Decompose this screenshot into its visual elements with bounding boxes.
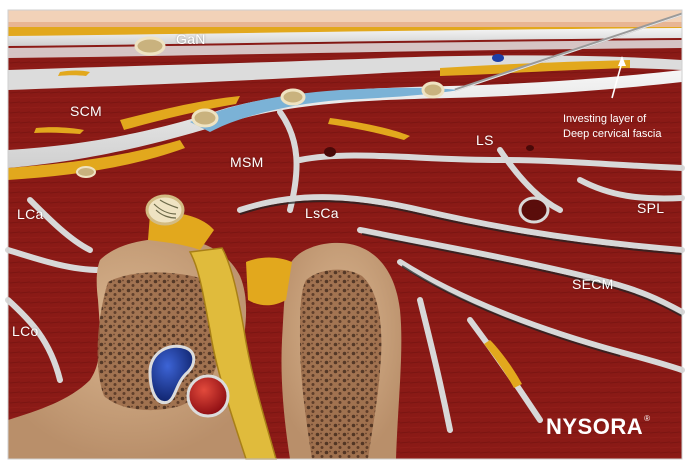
vessel-dot-right	[526, 145, 534, 151]
label-scm: SCM	[70, 103, 103, 119]
annotation-line-1: Investing layer of	[563, 113, 647, 125]
vertebral-vein	[148, 344, 196, 405]
label-spl: SPL	[637, 200, 665, 216]
annotation-line-2: Deep cervical fascia	[563, 128, 662, 140]
fat-streak-scm	[34, 127, 84, 134]
small-vein	[492, 54, 504, 62]
nysora-logo: NYSORA®	[546, 414, 651, 440]
thin-fascia-band	[8, 40, 682, 58]
annotation-text: Investing layer of Deep cervical fascia	[563, 112, 661, 142]
needle-highlight	[454, 14, 683, 92]
fat-interbone	[246, 257, 292, 306]
label-ls: LS	[476, 132, 494, 148]
annotation-arrowhead	[618, 56, 626, 66]
great-auricular-nerve	[134, 36, 166, 56]
vertebral-marrow	[97, 272, 223, 411]
transverse-marrow	[300, 269, 382, 459]
nerve-bundle-mid	[280, 88, 306, 106]
label-msm: MSM	[230, 154, 264, 170]
label-lsca: LsCa	[305, 205, 339, 221]
label-lco: LCo	[12, 323, 39, 339]
nerve-bundle-scm	[191, 108, 219, 128]
dark-septa	[239, 200, 683, 357]
nerve-root-fascicles	[153, 199, 179, 219]
dermis-layer	[8, 22, 682, 28]
superficial-fascia	[8, 28, 682, 46]
fat-deposit-scm	[120, 96, 240, 130]
registered-mark: ®	[644, 414, 651, 423]
vessel-dot	[324, 147, 336, 157]
fat-streak-top	[58, 70, 90, 76]
investing-fascia-main	[8, 70, 682, 168]
needle	[454, 12, 683, 92]
label-lca: LCa	[17, 206, 44, 222]
image-frame	[7, 9, 683, 460]
label-gan: GaN	[176, 31, 206, 47]
fat-secm	[484, 340, 522, 388]
vertebral-artery	[186, 374, 230, 418]
annotation-arrow-shaft	[611, 61, 623, 99]
fat-deposit-ls	[328, 118, 410, 140]
nerve-bundle-right	[421, 81, 445, 99]
fat-deposit-left	[8, 140, 185, 180]
skin-layer	[8, 10, 682, 24]
nerve-bundle-left	[76, 166, 96, 178]
small-muscle-spl	[518, 196, 550, 224]
nerve-root-bundle	[145, 194, 185, 226]
fat-deposit-right	[440, 60, 630, 76]
brand-name: NYSORA	[546, 414, 644, 439]
label-secm: SECM	[572, 276, 614, 292]
